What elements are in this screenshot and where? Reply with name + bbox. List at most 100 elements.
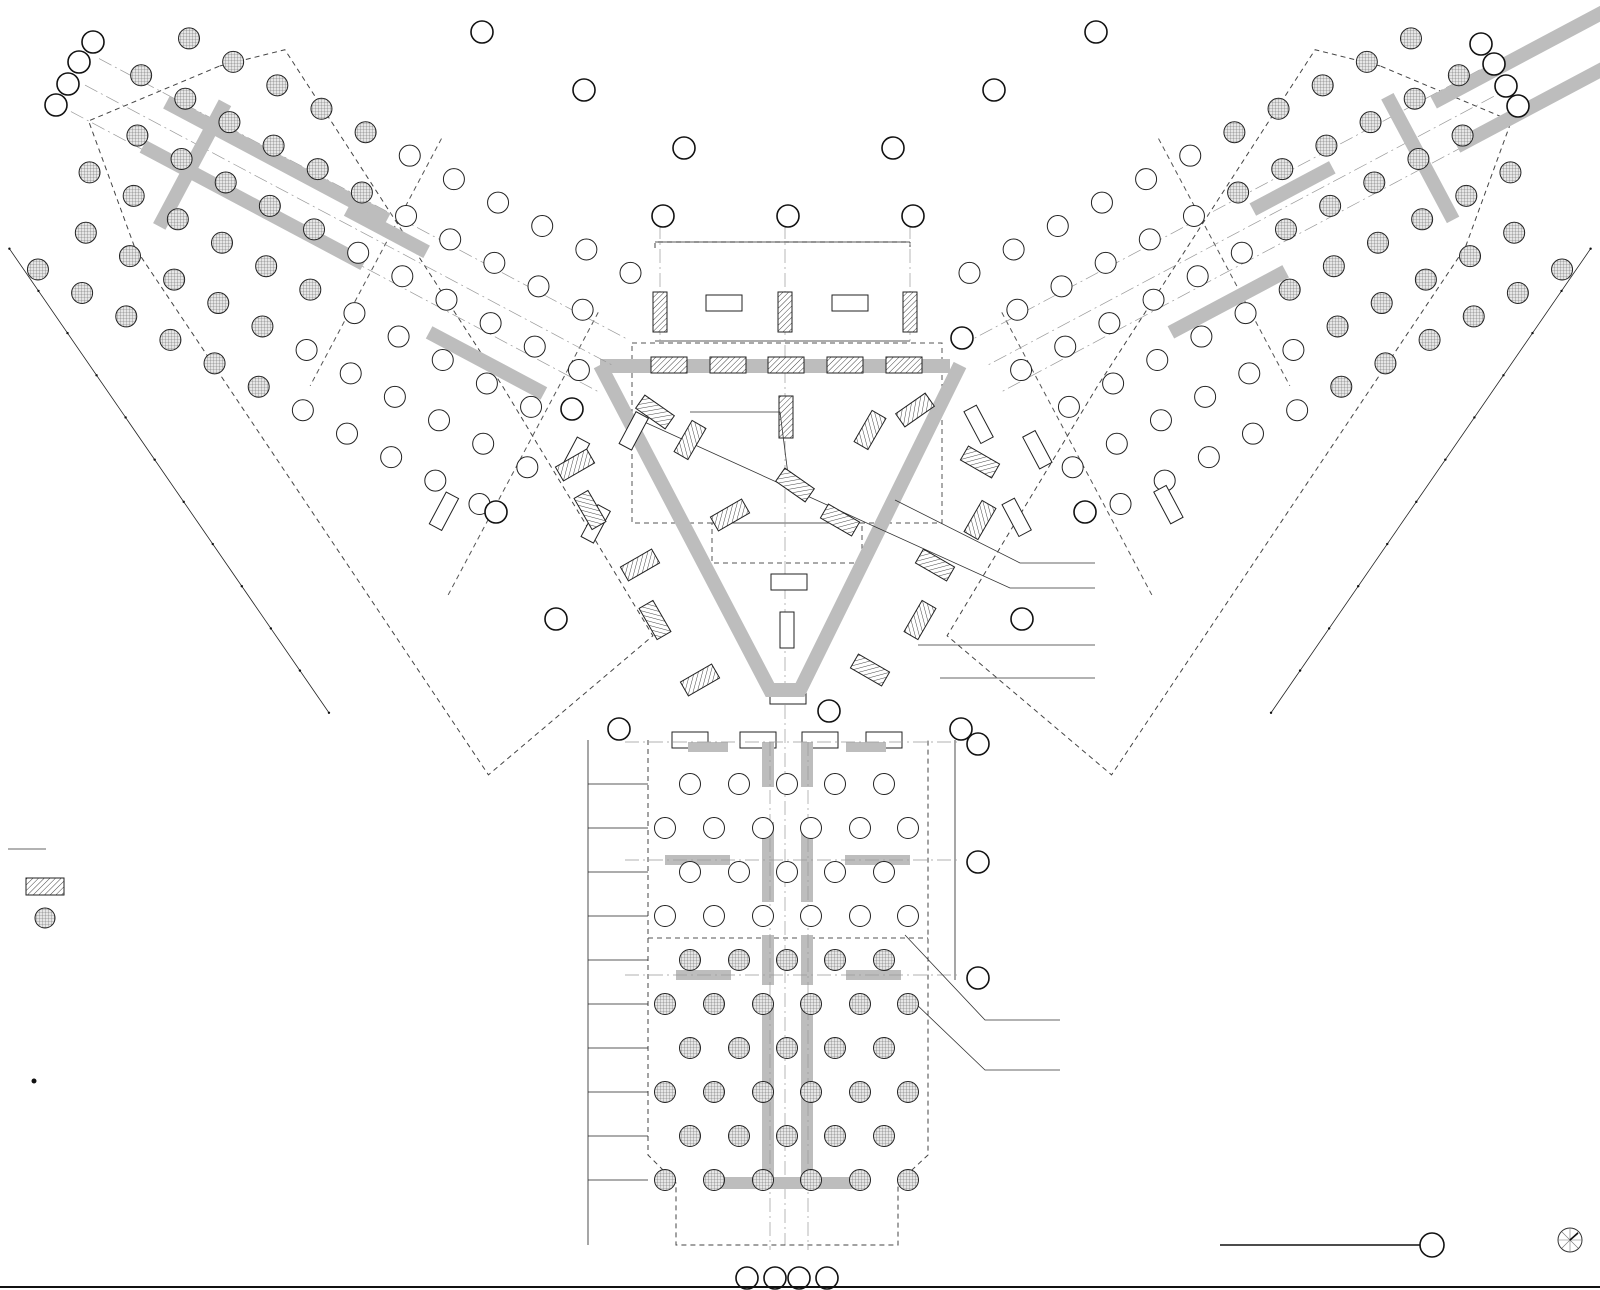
existing-pile — [679, 949, 701, 971]
existing-pile — [1367, 231, 1389, 254]
new-pile — [703, 905, 725, 927]
wing-core-wall — [1430, 0, 1600, 109]
new-pile — [395, 204, 418, 227]
dimension-tick — [37, 289, 40, 293]
existing-pile — [118, 245, 141, 268]
grid-bubble — [651, 204, 675, 228]
grid-bubble — [470, 20, 494, 44]
existing-pile — [824, 1125, 846, 1147]
existing-pile — [703, 993, 725, 1015]
wing-end-wall — [153, 99, 232, 230]
new-pile — [1182, 204, 1205, 227]
existing-pile — [1503, 221, 1526, 244]
new-pile — [1105, 432, 1128, 455]
existing-pile — [262, 134, 285, 157]
dimension-tick — [1386, 542, 1389, 546]
new-pile — [1241, 422, 1264, 445]
existing-pile — [350, 181, 373, 204]
grid-bubble — [735, 1266, 759, 1290]
new-pile — [483, 251, 506, 274]
wing-outline — [946, 49, 1513, 776]
new-pile — [1149, 409, 1172, 432]
new-pile — [339, 362, 362, 385]
new-pile — [654, 905, 676, 927]
dimension-tick — [1327, 627, 1331, 630]
new-pile — [897, 817, 919, 839]
new-pile — [516, 456, 539, 479]
new-pile — [442, 168, 465, 191]
existing-pile — [1223, 121, 1246, 144]
existing-pile — [897, 993, 919, 1015]
existing-pile — [897, 1169, 919, 1191]
scale-bubble — [1419, 1232, 1445, 1258]
new-pile — [776, 861, 798, 883]
existing-pile — [163, 268, 186, 291]
existing-pile — [218, 111, 241, 134]
dimension-tick — [66, 331, 69, 335]
existing-pile — [255, 255, 278, 278]
wing-zone-line — [309, 138, 442, 387]
new-pile — [958, 261, 981, 284]
new-pile — [571, 298, 594, 321]
new-pile — [1234, 302, 1257, 325]
existing-pile — [174, 87, 197, 110]
new-pile — [1102, 372, 1125, 395]
existing-pile — [1315, 134, 1338, 157]
north-arrow-icon — [1557, 1227, 1583, 1253]
hub-pile-cap — [619, 548, 661, 582]
wing-core-wall — [1453, 22, 1600, 153]
new-pile — [1109, 493, 1132, 516]
existing-pile — [824, 949, 846, 971]
new-pile — [1002, 238, 1025, 261]
grid-bubble — [1494, 74, 1518, 98]
existing-pile — [849, 993, 871, 1015]
new-pile — [849, 905, 871, 927]
new-pile — [824, 773, 846, 795]
dimension-tick — [1356, 585, 1360, 588]
new-pile — [295, 338, 318, 361]
hub-pile-cap — [774, 467, 816, 503]
dimension-tick — [211, 542, 214, 546]
legend-point-symbol — [31, 1078, 37, 1084]
wing-zone-line — [1001, 312, 1153, 596]
south-wing-piles — [588, 773, 919, 1191]
new-pile — [1186, 265, 1209, 288]
new-pile — [380, 446, 403, 469]
grid-bubble — [966, 850, 990, 874]
new-pile — [424, 469, 447, 492]
existing-pile — [1267, 97, 1290, 120]
existing-pile — [1359, 111, 1382, 134]
hub-pile-cap — [573, 489, 607, 531]
existing-pile — [1326, 315, 1349, 338]
existing-pile — [303, 218, 326, 241]
dimension-tick — [1269, 711, 1273, 714]
hub-pile-cap — [853, 409, 887, 451]
new-pile — [1190, 325, 1213, 348]
grid-bubble — [776, 204, 800, 228]
dimension-tick — [1298, 669, 1302, 672]
hub-angled-pile-caps — [554, 392, 1001, 697]
hub-pile-cap — [634, 394, 676, 430]
dimension-tick — [8, 247, 11, 250]
hub-callouts — [639, 411, 1095, 679]
existing-pile — [247, 375, 270, 398]
existing-pile — [354, 121, 377, 144]
existing-pile — [126, 124, 149, 147]
existing-pile — [1447, 64, 1470, 87]
existing-pile — [214, 171, 237, 194]
hub-pile-cap — [638, 599, 672, 641]
new-pile — [1057, 395, 1080, 418]
existing-pile — [752, 993, 774, 1015]
grid-bubble — [572, 78, 596, 102]
hub-pile-cap — [554, 448, 596, 482]
dimension-tick — [1589, 247, 1592, 250]
grid-bubble — [67, 50, 91, 74]
new-pile — [1197, 446, 1220, 469]
existing-pile — [1418, 328, 1441, 351]
new-pile — [873, 773, 895, 795]
existing-pile — [1374, 352, 1397, 375]
new-pile — [383, 385, 406, 408]
new-pile — [347, 241, 370, 264]
new-pile — [472, 432, 495, 455]
existing-pile — [824, 1037, 846, 1059]
